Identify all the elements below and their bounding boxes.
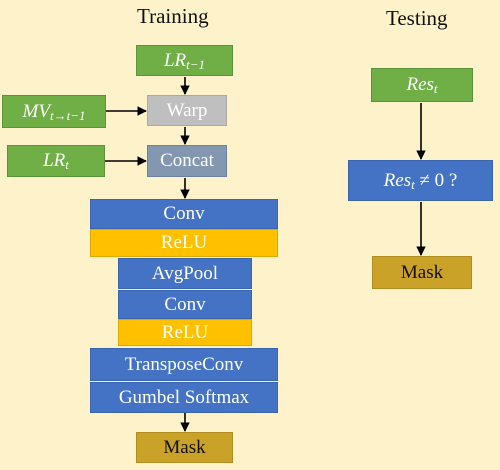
- mv-box: MVt→t−1: [2, 95, 106, 128]
- res-box: Rest: [371, 68, 473, 102]
- relu-layer-1: ReLU: [90, 229, 278, 257]
- relu-layer-2: ReLU: [118, 319, 252, 346]
- condition-box: Rest ≠ 0 ?: [348, 160, 493, 201]
- lr-t-sub: t: [65, 157, 69, 172]
- concat-box: Concat: [147, 145, 227, 177]
- res-base: Res: [406, 74, 434, 95]
- res-sub: t: [433, 81, 438, 96]
- lr-prev-box: LRt−1: [136, 45, 233, 76]
- avgpool-layer: AvgPool: [118, 258, 252, 289]
- training-mask-box: Mask: [136, 432, 233, 463]
- mv-base: MV: [22, 100, 50, 122]
- conv-layer-1: Conv: [90, 199, 278, 229]
- condition-suffix: ≠ 0 ?: [414, 169, 458, 191]
- warp-box: Warp: [147, 95, 227, 126]
- conv-layer-2: Conv: [118, 290, 252, 319]
- transposeconv-layer: TransposeConv: [90, 348, 278, 381]
- lr-prev-sub: t−1: [186, 56, 206, 72]
- testing-title: Testing: [386, 6, 448, 30]
- condition-sub: t: [411, 176, 415, 192]
- training-title: Training: [137, 4, 209, 28]
- condition-base: Res: [383, 169, 412, 191]
- lr-prev-base: LR: [163, 49, 187, 71]
- lr-t-box: LRt: [7, 145, 105, 177]
- gumbel-softmax-layer: Gumbel Softmax: [90, 382, 278, 413]
- mv-sub: t→t−1: [49, 107, 86, 123]
- testing-mask-box: Mask: [372, 256, 472, 289]
- lr-t-base: LR: [43, 150, 66, 171]
